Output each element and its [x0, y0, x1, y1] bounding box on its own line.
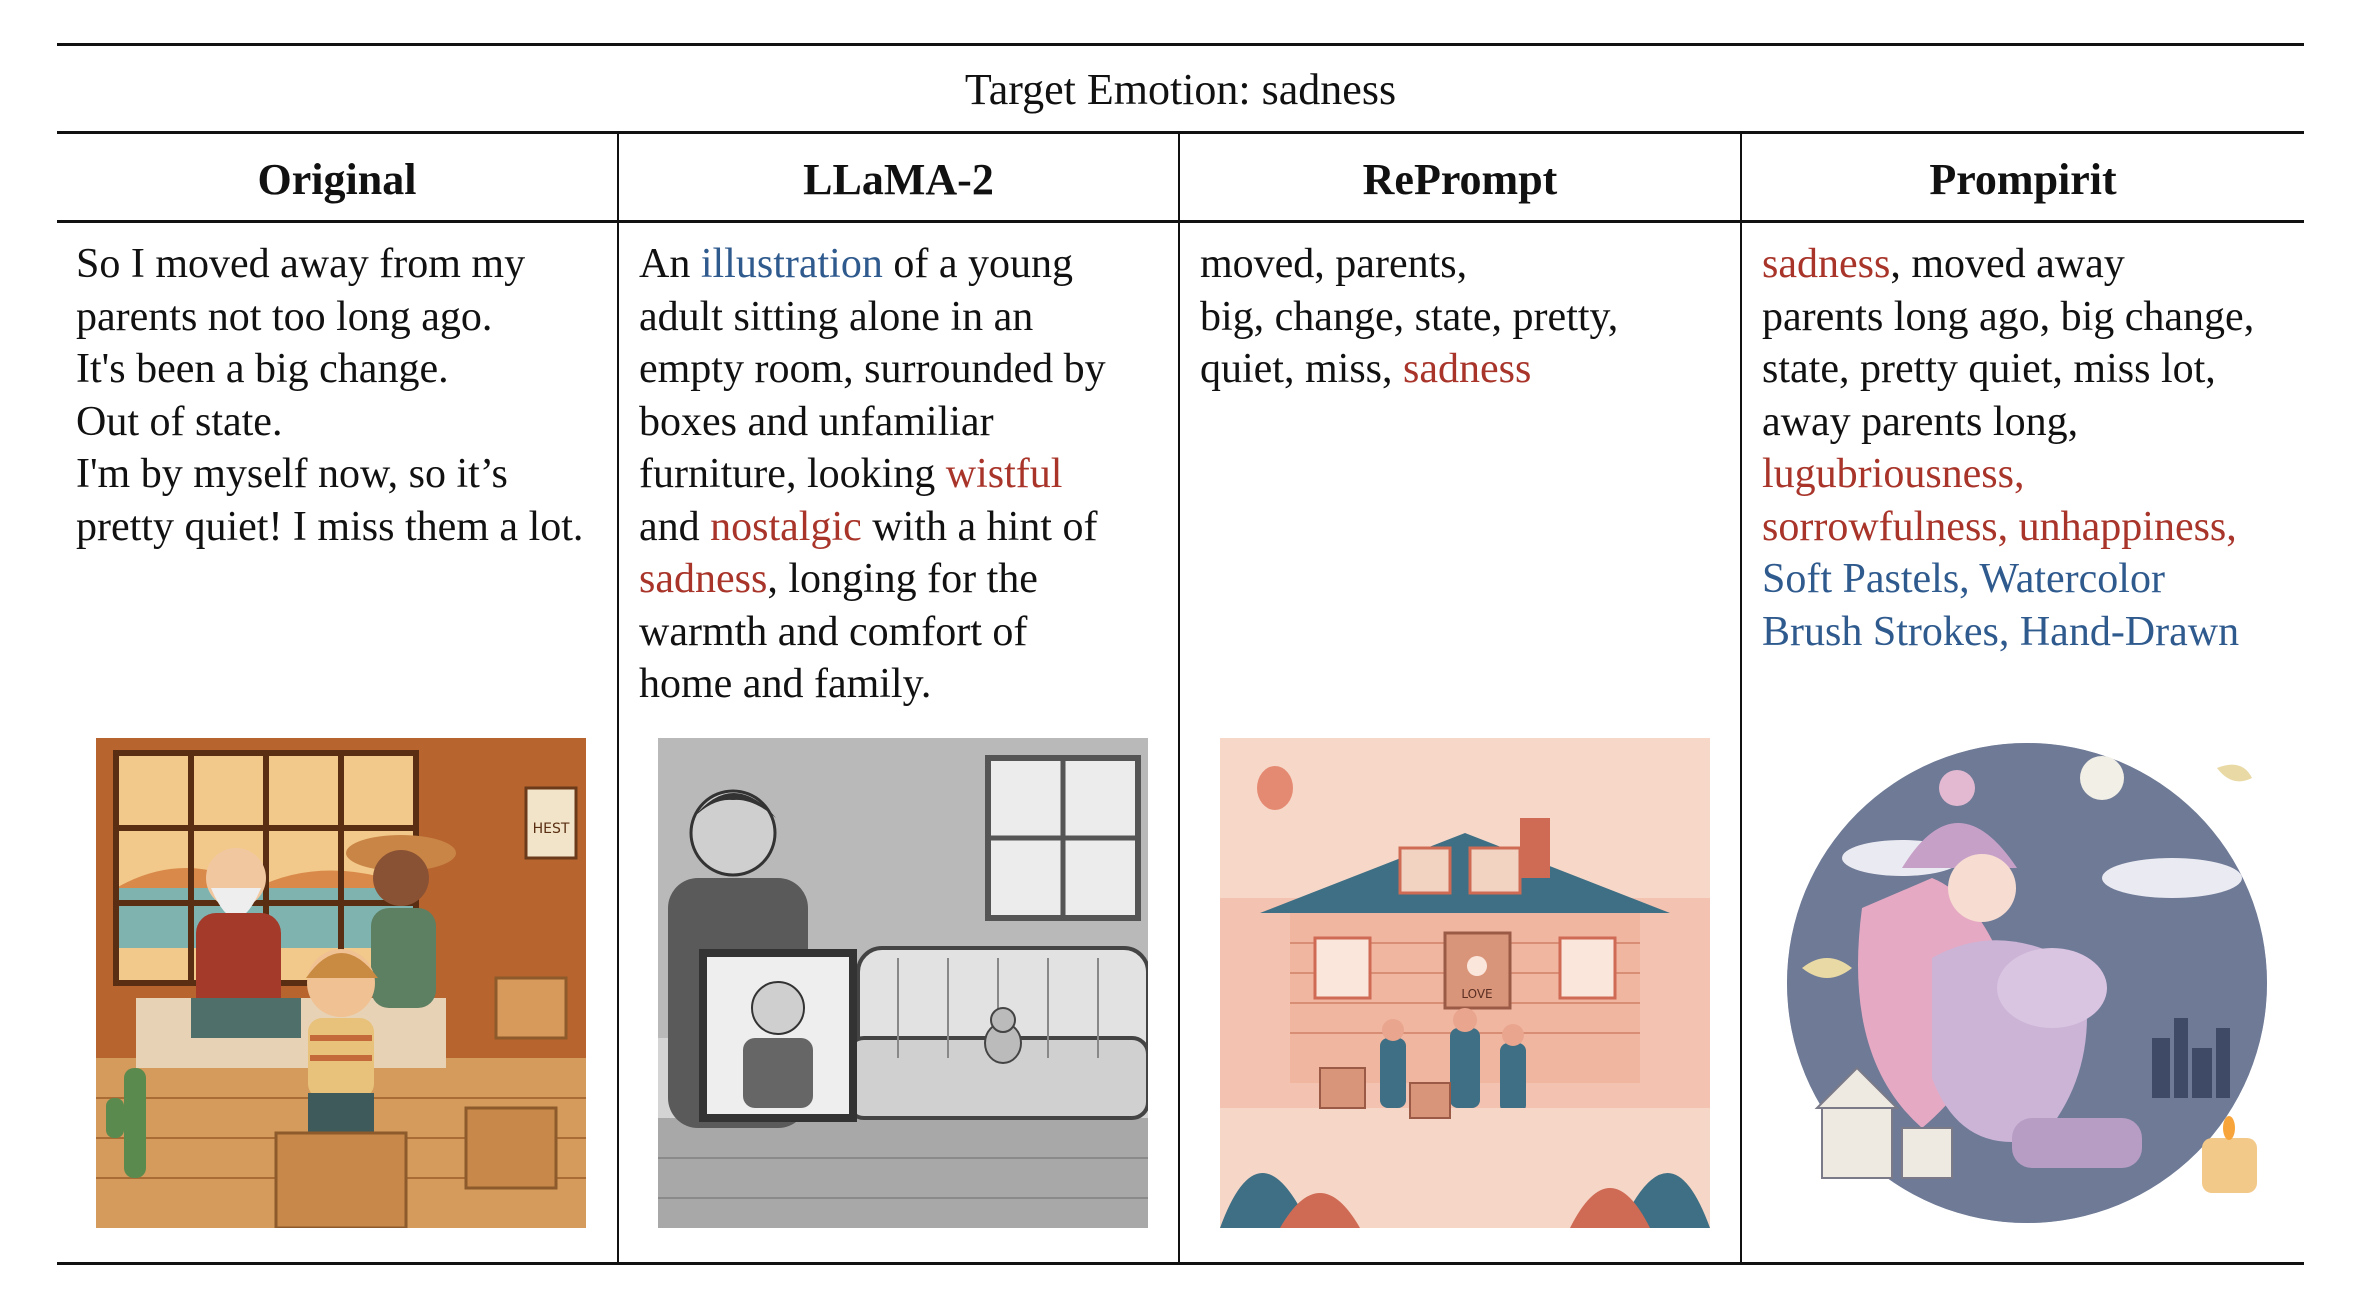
top-rule: [57, 43, 2304, 46]
column-divider-3: [1740, 133, 1742, 1264]
prompirit-prompt: sadness, moved away parents long ago, bi…: [1762, 238, 2254, 658]
style-term: Brush Strokes, Hand-Drawn: [1762, 608, 2240, 655]
style-term: illustration: [700, 241, 883, 287]
emotion-term: sorrowfulness, unhappiness,: [1762, 503, 2237, 550]
text-run: of a young: [882, 241, 1073, 287]
llama-2-illustration: [658, 738, 1148, 1228]
text-line: Out of state.: [76, 398, 283, 445]
text-line: I'm by myself now, so it’s: [76, 451, 508, 497]
emotion-term: sadness: [639, 556, 768, 602]
emotion-term: sadness: [1762, 241, 1891, 287]
prompirit-illustration: [1782, 738, 2272, 1228]
emotion-term: lugubriousness,: [1762, 451, 2025, 497]
emotion-term: sadness: [1403, 346, 1532, 392]
text-run: , moved away: [1890, 241, 2125, 287]
text-line: quiet, miss, sadness: [1200, 343, 1618, 396]
table-title: Target Emotion: sadness: [964, 65, 1397, 114]
text-line: parents long ago, big change,: [1762, 293, 2255, 340]
title-rule: [57, 131, 2304, 134]
style-term: Soft Pastels, Watercolor: [1762, 556, 2165, 602]
text-run: and: [639, 503, 711, 550]
original-illustration: HEST: [96, 738, 586, 1228]
text-run: quiet, miss,: [1200, 346, 1404, 392]
header-rule: [57, 220, 2304, 223]
text-run: with a hint of: [861, 503, 1098, 550]
text-run: , longing for the: [767, 556, 1038, 602]
column-divider-1: [617, 133, 619, 1264]
original-text: So I moved away from my parents not too …: [76, 238, 583, 553]
text-line: furniture, looking wistful: [639, 448, 1106, 501]
text-line: adult sitting alone in an: [639, 293, 1034, 340]
sign-text: HEST: [533, 821, 570, 837]
box-text: LOVE: [1461, 987, 1492, 1001]
text-line: pretty quiet! I miss them a lot.: [76, 503, 584, 550]
text-run: An: [639, 241, 701, 287]
text-line: parents not too long ago.: [76, 293, 493, 340]
text-line: warmth and comfort of: [639, 608, 1028, 655]
bottom-rule: [57, 1262, 2304, 1265]
text-line: home and family.: [639, 661, 932, 707]
text-line: So I moved away from my: [76, 241, 526, 287]
text-line: moved, parents,: [1200, 241, 1468, 287]
text-line: empty room, surrounded by: [639, 346, 1106, 392]
text-run: furniture, looking: [639, 451, 946, 497]
header-reprompt: RePrompt: [1362, 155, 1558, 204]
reprompt-prompt: moved, parents, big, change, state, pret…: [1200, 238, 1618, 396]
emotion-term: nostalgic: [710, 503, 862, 550]
text-line: and nostalgic with a hint of: [639, 501, 1106, 554]
header-llama-2: LLaMA-2: [803, 155, 994, 204]
text-line: away parents long,: [1762, 398, 2079, 445]
reprompt-illustration: LOVE: [1220, 738, 1710, 1228]
text-line: big, change, state, pretty,: [1200, 293, 1619, 340]
llama-2-prompt: An illustration of a young adult sitting…: [639, 238, 1106, 711]
text-line: It's been a big change.: [76, 346, 449, 392]
text-line: sadness, moved away: [1762, 238, 2254, 291]
emotion-term: wistful: [945, 451, 1063, 497]
text-line: state, pretty quiet, miss lot,: [1762, 346, 2216, 392]
text-line: An illustration of a young: [639, 238, 1106, 291]
header-original: Original: [257, 155, 417, 204]
header-prompirit: Prompirit: [1929, 155, 2117, 204]
text-line: sadness, longing for the: [639, 553, 1106, 606]
column-divider-2: [1178, 133, 1180, 1264]
text-line: boxes and unfamiliar: [639, 398, 994, 445]
